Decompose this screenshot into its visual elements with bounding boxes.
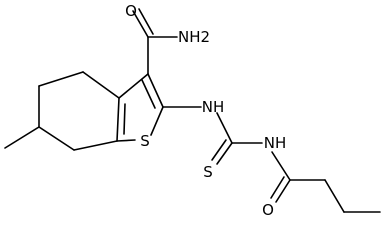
- molecule-structure: O NH2 S NH NH S O: [4, 2, 381, 219]
- atom-label-thione-s: S: [203, 163, 213, 181]
- bond-c3a-c4: [82, 71, 120, 99]
- atom-label-butanoyl-o: O: [262, 201, 274, 219]
- bond-nh-right-ccarbonyl: [271, 151, 291, 181]
- bond-c2-s1: [150, 106, 164, 136]
- bond-c7a-c3a-double: [123, 103, 126, 135]
- bond-c6-methyl: [4, 126, 40, 149]
- atom-label-nh-right: NH: [264, 134, 287, 152]
- atom-label-nh-left: NH: [202, 98, 225, 116]
- bond-cthio-s: [216, 142, 233, 165]
- bond-c3-c2-double: [141, 79, 156, 109]
- bond-nh-left-cthio: [216, 112, 233, 144]
- bond-c3-c2: [147, 73, 164, 108]
- atom-label-thiophene-s: S: [140, 132, 150, 150]
- bond-ccarbonyl-o: [275, 179, 291, 203]
- bond-c7a-c3a: [116, 97, 120, 142]
- bond-camide-o-double: [138, 8, 154, 35]
- bond-camide-o: [132, 10, 149, 38]
- bond-cthio-s-double: [211, 139, 227, 161]
- bond-ccarbonyl-o-double: [270, 176, 285, 199]
- bond-calpha-cbeta: [324, 179, 345, 213]
- structure-drawing: O NH2 S NH NH S O: [4, 2, 381, 219]
- bond-c3-c3a: [118, 73, 149, 99]
- atom-label-amide-nh2: NH2: [178, 28, 210, 46]
- bond-c6-c7: [38, 126, 75, 151]
- bond-c4-c5: [38, 71, 84, 87]
- atom-label-amide-o: O: [125, 2, 137, 20]
- bond-s1-c7a: [116, 139, 136, 142]
- bond-c7-c7a: [73, 140, 118, 151]
